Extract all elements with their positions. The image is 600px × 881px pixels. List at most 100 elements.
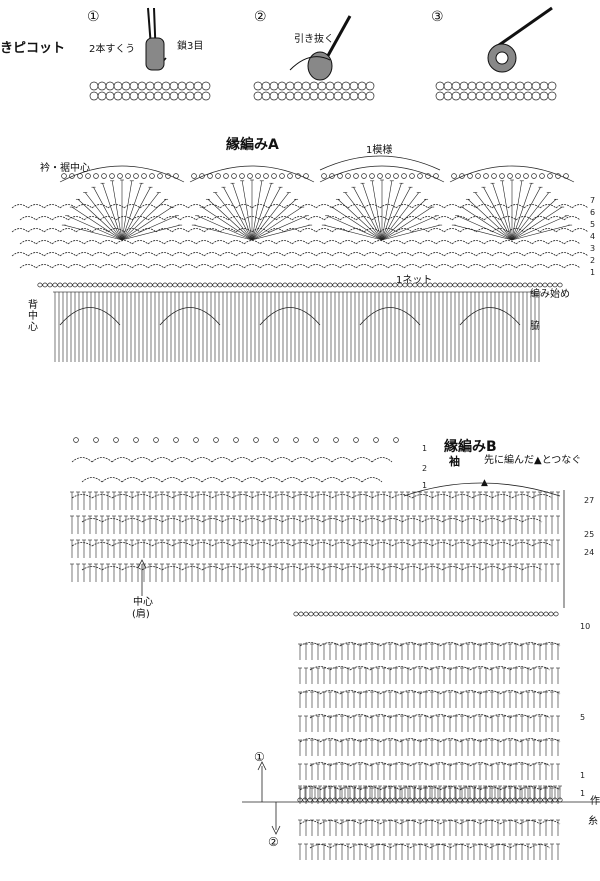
stitch-stroke [381, 206, 433, 241]
join-label: 先に編んだ▲とつなぐ [484, 455, 582, 466]
stitch-stroke [251, 224, 311, 241]
chain-arc [75, 204, 93, 209]
chain-arc [141, 566, 163, 571]
chain-arc [67, 216, 85, 221]
chain-arc [227, 264, 245, 269]
chain-arc [181, 518, 203, 523]
chain-stitch [112, 282, 118, 288]
base-stitch [507, 91, 517, 101]
chain-arc [315, 252, 333, 257]
row-number: 25 [584, 530, 595, 539]
chain-stitch [172, 282, 178, 288]
chain-arc [339, 264, 357, 269]
chain-arc [141, 477, 163, 483]
chain-arc [171, 542, 193, 547]
chain-arc [321, 477, 343, 483]
chain-arc [339, 738, 361, 743]
chain-arc [307, 264, 325, 269]
chain-stitch [358, 611, 364, 617]
chain-stitch [553, 611, 559, 617]
chain-arc [387, 264, 405, 269]
chain-arc [359, 690, 381, 695]
chain-arc [291, 240, 309, 245]
chain-arc [155, 204, 173, 209]
chain-arc [411, 542, 433, 547]
loop-motif [359, 307, 421, 326]
step2-illustration [289, 15, 352, 81]
chain-stitch [177, 282, 183, 288]
chain-arc [267, 228, 285, 233]
chain-arc [291, 264, 309, 269]
chain-arc [147, 216, 165, 221]
chain-stitch [473, 611, 479, 617]
arrow-down-number: ② [268, 835, 279, 849]
chain-arc [489, 714, 511, 719]
chain-arc [499, 642, 521, 647]
chain-arc [395, 252, 413, 257]
chain-arc [71, 494, 93, 499]
chain-arc [355, 240, 373, 245]
chain-arc [181, 477, 203, 483]
chain-arc [467, 216, 485, 221]
chain-arc [107, 252, 125, 257]
picot [507, 173, 513, 179]
row-number: 7 [590, 196, 596, 205]
base-stitch [193, 91, 203, 101]
stitch-stroke [241, 180, 253, 241]
chain-arc [459, 642, 481, 647]
chain-arc [291, 494, 313, 499]
chain-arc [171, 228, 189, 233]
base-stitch [177, 91, 187, 101]
chain-arc [347, 228, 365, 233]
chain-arc [259, 216, 277, 221]
picot [141, 173, 147, 179]
picot [531, 173, 537, 179]
chain-arc [19, 216, 37, 221]
chain-stitch [62, 282, 68, 288]
chain-arc [555, 228, 573, 233]
chain-arc [435, 240, 453, 245]
chain-arc [227, 216, 245, 221]
chain-arc [529, 714, 551, 719]
picot [73, 437, 79, 443]
chain-stitch [402, 282, 408, 288]
chain-arc [419, 642, 441, 647]
chain-arc [371, 542, 393, 547]
chain-arc [309, 714, 331, 719]
chain-arc [359, 820, 381, 825]
chain-arc [369, 844, 391, 849]
base-stitch [105, 81, 115, 91]
chain-arc [449, 714, 471, 719]
chain-arc [331, 542, 353, 547]
base-stitch [515, 81, 525, 91]
chain-arc [439, 820, 461, 825]
stitch-stroke [327, 215, 383, 241]
chain-stitch [418, 611, 424, 617]
chain-arc [171, 457, 193, 463]
chain-arc [179, 240, 197, 245]
chain-arc [439, 738, 461, 743]
chain-arc [429, 714, 451, 719]
stitch-stroke [251, 192, 290, 241]
chain-stitch [142, 282, 148, 288]
chain-arc [201, 518, 223, 523]
picot [295, 173, 301, 179]
chain-arc [163, 240, 181, 245]
picot [273, 437, 279, 443]
chain-stitch [147, 282, 153, 288]
chain-arc [359, 642, 381, 647]
chain-arc [523, 228, 541, 233]
chain-arc [311, 457, 333, 463]
chain-arc [111, 457, 133, 463]
chain-arc [491, 252, 509, 257]
base-stitch [483, 81, 493, 91]
chain-arc [75, 228, 93, 233]
chain-arc [427, 228, 445, 233]
arrow-down-head [271, 825, 281, 835]
chain-stitch [533, 611, 539, 617]
base-stitch [435, 81, 445, 91]
base-stitch [161, 91, 171, 101]
edge-label-a: 作 [590, 796, 600, 807]
chain-arc [331, 204, 349, 209]
chain-arc [83, 264, 101, 269]
